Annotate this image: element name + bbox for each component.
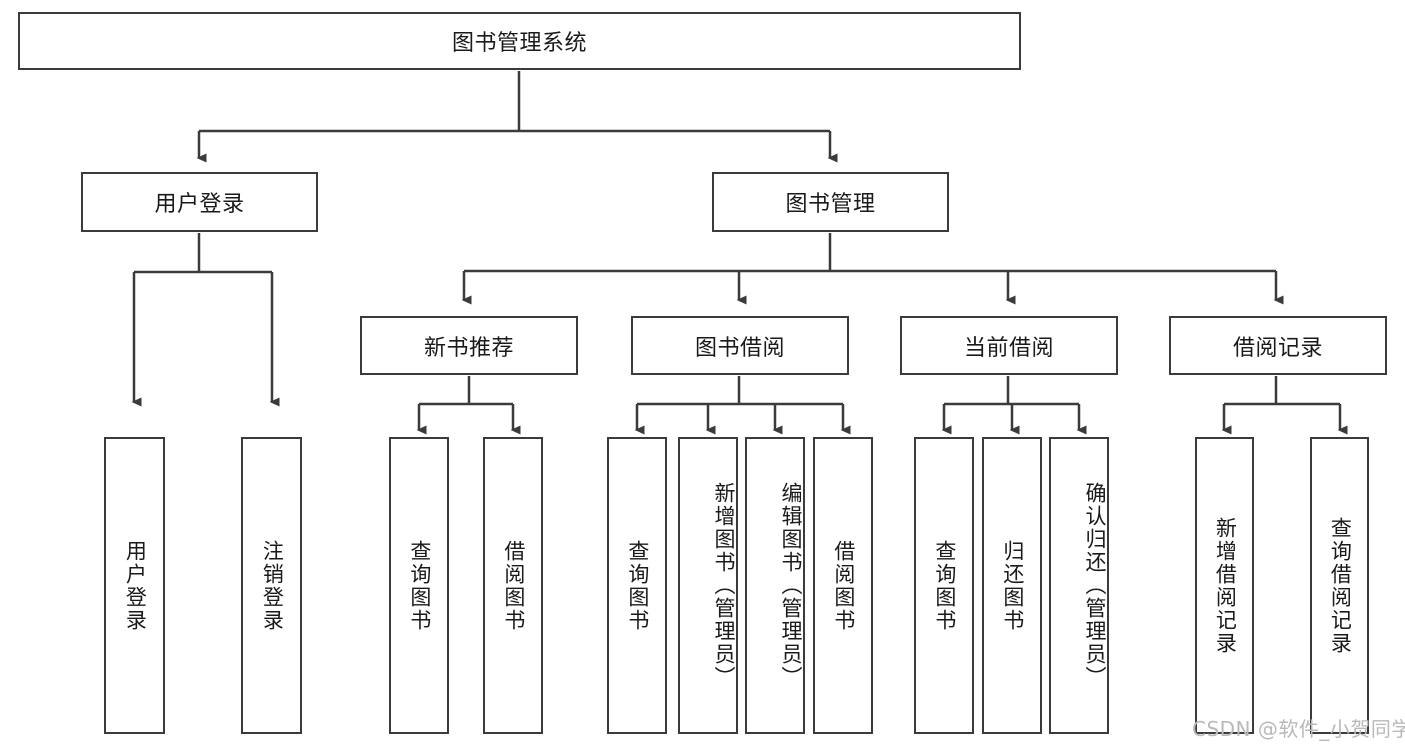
leaf-logout-login[interactable]: 注销登录 bbox=[241, 437, 302, 734]
leaf-query-book-1-label: 查询图书 bbox=[407, 539, 432, 632]
leaf-edit-book[interactable]: 编辑图书（管理员） bbox=[745, 437, 805, 734]
leaf-user-login-label: 用户登录 bbox=[123, 539, 148, 632]
connector-group-new-book-recommend bbox=[416, 376, 521, 435]
node-new-book-recommend-label: 新书推荐 bbox=[423, 335, 514, 361]
leaf-query-book-3[interactable]: 查询图书 bbox=[914, 437, 974, 734]
leaf-query-record-label: 查询借阅记录 bbox=[1328, 516, 1353, 655]
leaf-borrow-book-2-label: 借阅图书 bbox=[831, 539, 856, 632]
leaf-add-book-label: 新增图书（管理员） bbox=[712, 482, 736, 689]
node-user-login[interactable]: 用户登录 bbox=[81, 172, 318, 232]
node-new-book-recommend[interactable]: 新书推荐 bbox=[360, 316, 578, 375]
connector-group-book-management bbox=[461, 233, 1284, 305]
node-borrow-record[interactable]: 借阅记录 bbox=[1169, 316, 1387, 375]
leaf-edit-book-label: 编辑图书（管理员） bbox=[779, 482, 803, 689]
leaf-return-book[interactable]: 归还图书 bbox=[982, 437, 1042, 734]
node-book-borrow-label: 图书借阅 bbox=[694, 335, 785, 361]
csdn-watermark: CSDN @软件_小贺同学 bbox=[1192, 717, 1405, 741]
leaf-logout-login-label: 注销登录 bbox=[260, 539, 285, 632]
leaf-add-record[interactable]: 新增借阅记录 bbox=[1195, 437, 1254, 734]
node-user-login-label: 用户登录 bbox=[154, 192, 245, 217]
leaf-add-book[interactable]: 新增图书（管理员） bbox=[678, 437, 738, 734]
node-book-management-label: 图书管理 bbox=[785, 192, 876, 217]
leaf-query-book-1[interactable]: 查询图书 bbox=[389, 437, 449, 734]
connector-group-current-borrow bbox=[941, 376, 1087, 435]
node-borrow-record-label: 借阅记录 bbox=[1232, 335, 1323, 361]
connector-group-borrow-record bbox=[1221, 376, 1348, 435]
leaf-confirm-return[interactable]: 确认归还（管理员） bbox=[1049, 437, 1109, 734]
connector-group-book-borrow bbox=[634, 376, 851, 435]
connector-group-root bbox=[196, 71, 838, 163]
leaf-confirm-return-label: 确认归还（管理员） bbox=[1083, 482, 1107, 689]
node-book-borrow[interactable]: 图书借阅 bbox=[631, 316, 849, 375]
leaf-query-record[interactable]: 查询借阅记录 bbox=[1310, 437, 1369, 734]
leaf-borrow-book-2[interactable]: 借阅图书 bbox=[813, 437, 873, 734]
leaf-add-record-label: 新增借阅记录 bbox=[1213, 516, 1238, 655]
leaf-borrow-book-1-label: 借阅图书 bbox=[501, 539, 526, 632]
leaf-borrow-book-1[interactable]: 借阅图书 bbox=[483, 437, 543, 734]
node-root[interactable]: 图书管理系统 bbox=[18, 12, 1021, 70]
node-current-borrow-label: 当前借阅 bbox=[963, 335, 1054, 361]
leaf-query-book-3-label: 查询图书 bbox=[932, 539, 957, 632]
leaf-query-book-2[interactable]: 查询图书 bbox=[607, 437, 667, 734]
connector-group-user-login bbox=[131, 233, 280, 407]
node-book-management[interactable]: 图书管理 bbox=[712, 172, 949, 232]
leaf-return-book-label: 归还图书 bbox=[1000, 539, 1025, 632]
node-current-borrow[interactable]: 当前借阅 bbox=[900, 316, 1118, 375]
leaf-user-login[interactable]: 用户登录 bbox=[104, 437, 165, 734]
node-root-label: 图书管理系统 bbox=[451, 31, 587, 56]
leaf-query-book-2-label: 查询图书 bbox=[625, 539, 650, 632]
